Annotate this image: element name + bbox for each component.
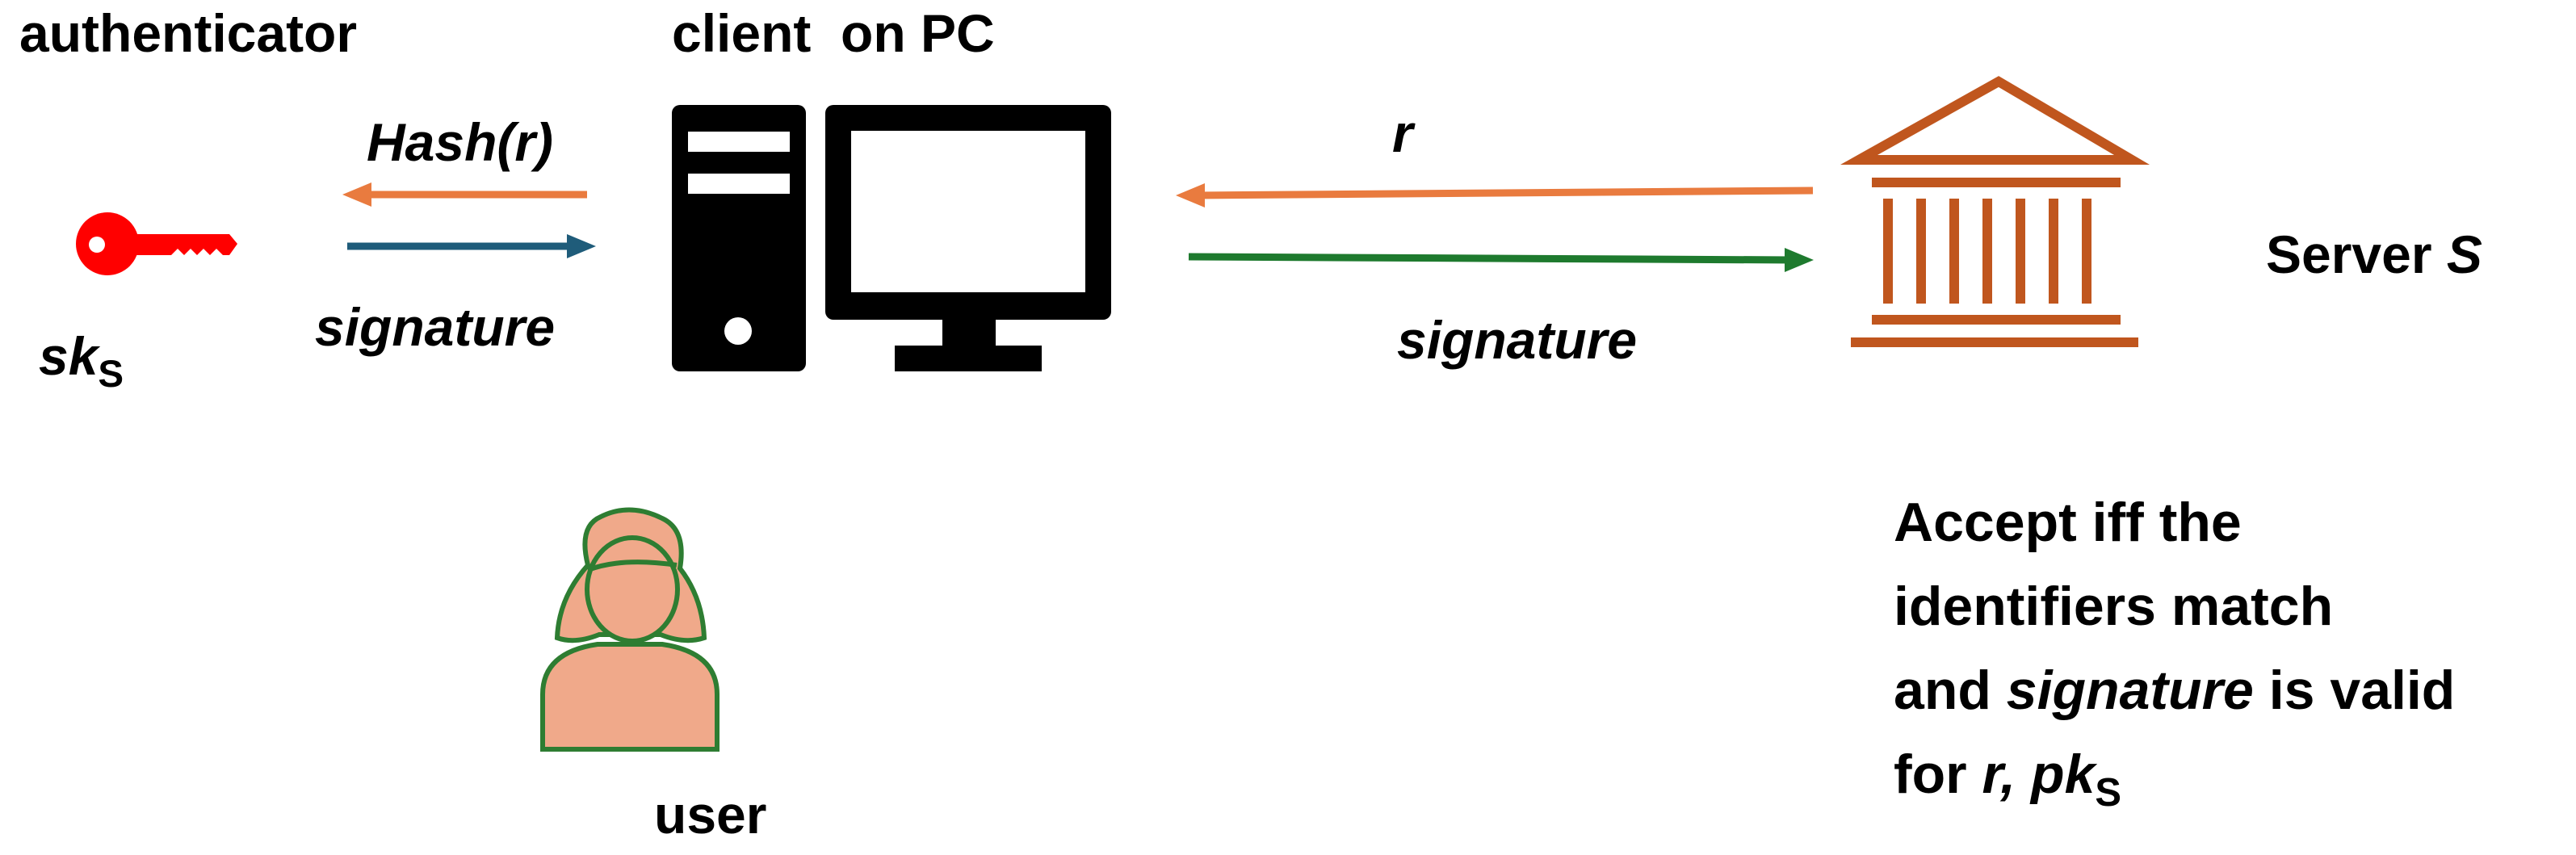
acceptance-condition: Accept iff the identifiers match and sig… bbox=[1894, 480, 2455, 822]
key-icon bbox=[76, 212, 237, 275]
condition-line-3-signature: signature bbox=[2006, 660, 2254, 721]
sk-subscript: S bbox=[98, 353, 124, 396]
condition-line-4-vars: r, pk bbox=[1982, 744, 2096, 805]
signature-right-label: signature bbox=[1397, 310, 1638, 370]
authenticator-label: authenticator bbox=[19, 3, 358, 63]
sk-main: sk bbox=[39, 326, 99, 386]
server-variable: S bbox=[2446, 224, 2482, 284]
bank-building-icon bbox=[1840, 76, 2150, 347]
sk-label: skS bbox=[39, 326, 124, 393]
desktop-computer-icon bbox=[672, 105, 1111, 371]
condition-line-3-suffix: is valid bbox=[2253, 660, 2456, 721]
r-arrow bbox=[1176, 183, 1814, 207]
user-icon bbox=[540, 507, 720, 752]
condition-line-3: and signature is valid bbox=[1894, 648, 2455, 732]
server-prefix: Server bbox=[2266, 224, 2447, 284]
signature-arrow-right bbox=[1188, 248, 1814, 272]
condition-line-3-prefix: and bbox=[1894, 660, 2007, 721]
hash-label: Hash(r) bbox=[367, 112, 554, 172]
condition-line-4-subscript: S bbox=[2095, 770, 2122, 815]
hash-arrow bbox=[342, 182, 587, 207]
signature-left-label: signature bbox=[315, 297, 556, 357]
condition-line-2: identifiers match bbox=[1894, 576, 2334, 637]
condition-line-4-prefix: for bbox=[1894, 744, 1982, 805]
user-label: user bbox=[654, 785, 767, 845]
r-label: r bbox=[1392, 103, 1413, 163]
server-label: Server S bbox=[2266, 228, 2482, 281]
client-label: client on PC bbox=[672, 3, 995, 63]
condition-line-4: for r, pkS bbox=[1894, 732, 2455, 822]
condition-line-1: Accept iff the bbox=[1894, 492, 2242, 553]
signature-arrow-left bbox=[347, 234, 596, 258]
